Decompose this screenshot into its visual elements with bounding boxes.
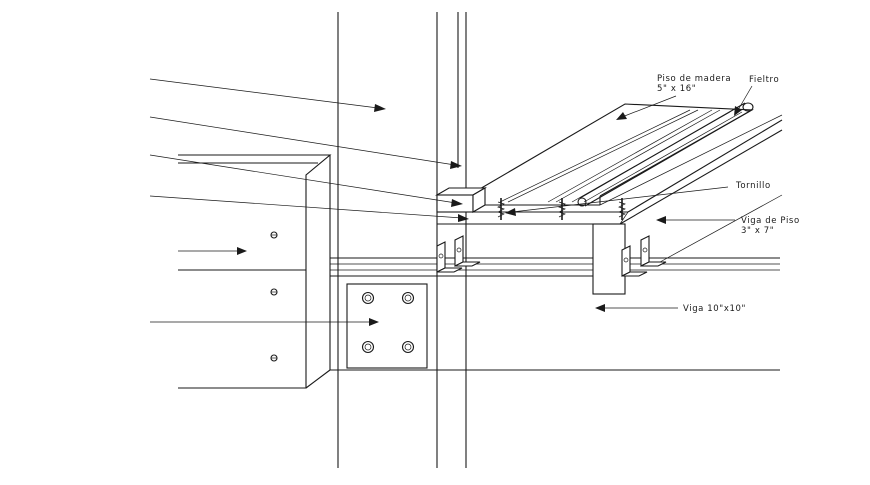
angle-brackets — [436, 194, 783, 277]
leader-fieltro — [734, 85, 753, 116]
label-viga-de-piso-dimensions: 3" x 7" — [741, 226, 774, 236]
bolt — [361, 291, 375, 305]
angle-bracket — [640, 235, 667, 267]
label-tornillo: Tornillo — [735, 181, 771, 191]
label-viga-de-piso: Viga de Piso — [741, 216, 800, 226]
bolt — [401, 340, 415, 354]
felt-roll — [577, 102, 754, 207]
right-leaders — [505, 85, 753, 312]
left-column — [337, 12, 467, 468]
leader-arrow — [178, 247, 247, 255]
angle-bracket — [454, 235, 481, 267]
label-piso-de-madera: Piso de madera — [657, 74, 731, 84]
screw — [558, 198, 566, 220]
leader-tornillo — [505, 186, 729, 216]
leader-viga-piso — [656, 216, 735, 224]
floor-joist — [437, 119, 783, 225]
leader-arrow — [149, 154, 463, 207]
support-post — [592, 223, 626, 295]
label-piso-dimensions: 5" x 16" — [657, 84, 696, 94]
connection-plate — [346, 283, 428, 369]
left-beam-end — [178, 154, 332, 389]
leader-arrow — [150, 318, 379, 326]
leader-piso — [616, 95, 677, 120]
screws — [497, 198, 626, 220]
screw — [497, 198, 505, 220]
angle-bracket — [436, 241, 463, 273]
leader-viga-main — [595, 304, 678, 312]
main-beam — [330, 257, 780, 371]
screw — [618, 198, 626, 220]
blocking-block — [434, 187, 488, 213]
bolt — [401, 291, 415, 305]
leader-arrow — [149, 195, 469, 222]
leader-arrow — [149, 78, 386, 112]
leader-arrow — [149, 116, 462, 169]
label-fieltro: Fieltro — [749, 75, 779, 85]
left-leaders — [149, 78, 469, 326]
angle-bracket — [621, 245, 648, 277]
bolt — [361, 340, 375, 354]
label-viga-main: Viga 10"x10" — [683, 304, 746, 314]
